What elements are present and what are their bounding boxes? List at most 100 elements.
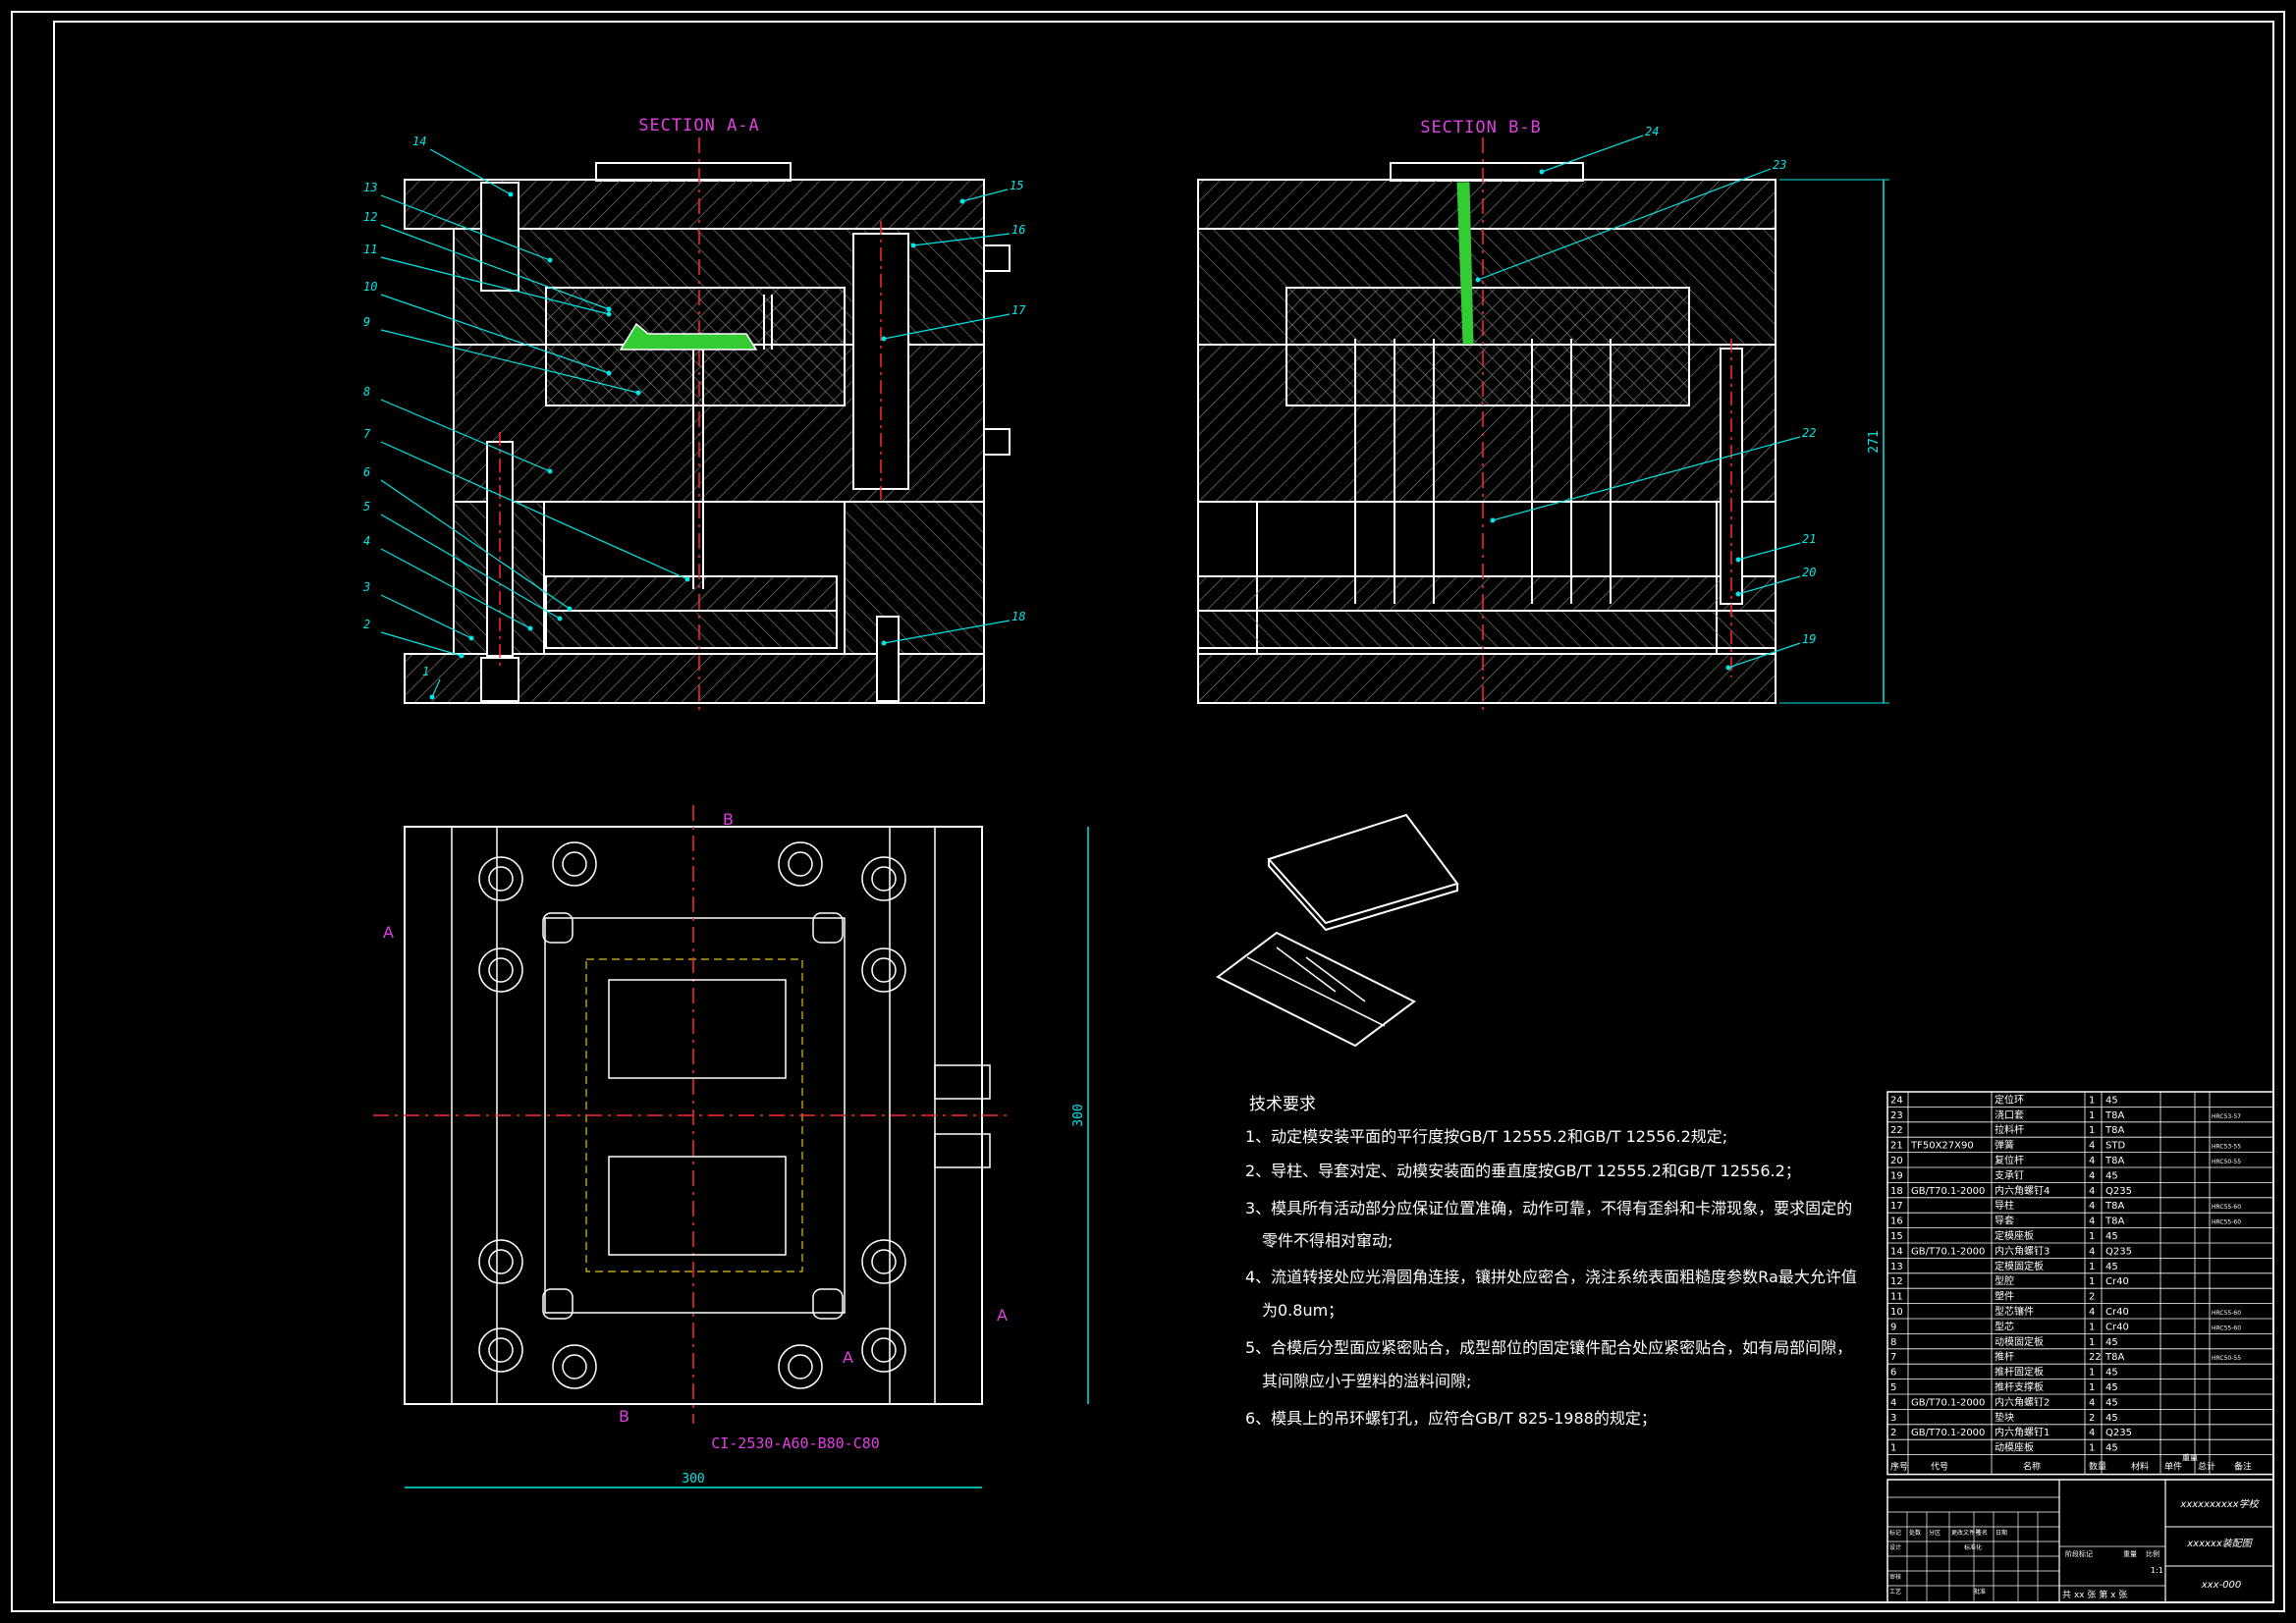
bom-cell: 导柱: [1995, 1199, 2014, 1212]
bom-cell: Q235: [2105, 1186, 2132, 1197]
callout-dot-a-9: [635, 390, 641, 396]
tech-note-line-2: 2、导柱、导套对定、动模安装面的垂直度按GB/T 12555.2和GB/T 12…: [1245, 1162, 1801, 1180]
title-label-2: 分区: [1929, 1529, 1941, 1537]
plan-hole-inner-1: [871, 866, 897, 892]
plan-hole-inner-0: [488, 866, 514, 892]
bom-cell: T8A: [2105, 1156, 2124, 1166]
bom-cell: T8A: [2105, 1125, 2124, 1136]
bom-cell: 定模座板: [1995, 1229, 2034, 1242]
callout-label-a-13: 13: [363, 181, 377, 194]
bom-cell: TF50X27X90: [1910, 1141, 1974, 1152]
section-b-title: SECTION B-B: [1420, 118, 1542, 137]
bom-cell: STD: [2105, 1141, 2125, 1152]
title-school: xxxxxxxxxx学校: [2179, 1498, 2260, 1510]
bom-cell: 内六角螺钉3: [1995, 1244, 2050, 1257]
callout-dot-a-10: [606, 370, 612, 376]
plan-hole-9: [778, 841, 823, 887]
bom-cell: T8A: [2105, 1217, 2124, 1227]
title-drawing-no: xxx-000: [2201, 1580, 2241, 1591]
section-a-view: SECTION A-A: [362, 116, 1026, 712]
callout-dot-b-21: [1735, 557, 1741, 563]
bom-cell: 6: [1890, 1368, 1896, 1379]
bom-header-4: 材料: [2131, 1461, 2149, 1473]
callout-leader-a-16: [912, 233, 1011, 246]
bom-cell: 塑件: [1995, 1291, 2014, 1303]
title-scale: 1:1: [2151, 1566, 2163, 1575]
plan-corner-2: [542, 1288, 574, 1320]
title-scale-label: 比例: [2146, 1549, 2159, 1558]
top-clamp-plate-b: [1197, 179, 1777, 230]
bom-cell: 4: [2089, 1186, 2095, 1197]
plan-hole-11: [778, 1344, 823, 1389]
plan-hole-inner-11: [788, 1354, 813, 1380]
bom-cell: 21: [1890, 1141, 1903, 1152]
bom-cell: GB/T70.1-2000: [1911, 1428, 1985, 1438]
bom-cell: 1: [2089, 1368, 2095, 1379]
bom-header-6: 总计: [2198, 1461, 2215, 1473]
callout-dot-a-3: [468, 635, 474, 641]
bom-cell: 45: [2105, 1397, 2118, 1408]
callout-leader-b-20: [1737, 575, 1801, 595]
plan-hole-2: [478, 1327, 523, 1373]
ejector-plate-a: [545, 610, 838, 649]
callout-dot-a-7: [684, 576, 690, 582]
callout-leader-b-21: [1737, 542, 1801, 561]
callout-leader-b-22: [1492, 436, 1801, 521]
dim-271-label: 271: [1867, 430, 1882, 453]
bom-cell: 9: [1890, 1322, 1896, 1332]
plan-hole-5: [861, 947, 906, 993]
tech-notes: 技术要求 1、动定模安装平面的平行度按GB/T 12555.2和GB/T 125…: [1245, 1095, 1857, 1428]
callout-leader-a-13: [380, 194, 551, 261]
plan-hole-inner-8: [562, 851, 587, 877]
plan-hole-1: [861, 856, 906, 901]
bom-cell: 内六角螺钉2: [1995, 1395, 2050, 1408]
bom-cell: 2: [2089, 1292, 2095, 1303]
tech-note-line-7: 5、合模后分型面应紧密贴合，成型部位的固定镶件配合处应紧密贴合，如有局部间隙，: [1245, 1338, 1852, 1357]
bom-cell: 1: [2089, 1231, 2095, 1242]
tech-note-line-5: 4、流道转接处应光滑圆角连接，镶拼处应密合，浇注系统表面粗糙度参数Ra最大允许值: [1245, 1268, 1857, 1286]
bom-cell: HRC55-60: [2212, 1204, 2241, 1211]
callout-label-b-23: 23: [1773, 158, 1786, 172]
plan-hole-3: [861, 1327, 906, 1373]
bom-cell: 3: [1890, 1413, 1896, 1424]
bom-cell: 4: [2089, 1201, 2095, 1212]
bom-cell: 45: [2105, 1170, 2118, 1181]
bom-cell: HRC55-60: [2212, 1310, 2241, 1317]
bom-cell: 45: [2105, 1368, 2118, 1379]
plan-hole-10: [552, 1344, 597, 1389]
callout-leader-a-14: [429, 148, 512, 195]
outer-frame: [11, 11, 2285, 1612]
bom-cell: 1: [2089, 1110, 2095, 1121]
bom-cell: 1: [2089, 1337, 2095, 1348]
bom-cell: 4: [2089, 1246, 2095, 1257]
iso-part-bottom-ribs: [1246, 947, 1386, 1027]
water-nozzle-a2: [983, 428, 1011, 456]
title-frame: [1886, 1479, 2274, 1603]
callout-dot-b-20: [1735, 591, 1741, 597]
callout-dot-a-2: [459, 653, 465, 659]
tech-note-line-1: 1、动定模安装平面的平行度按GB/T 12555.2和GB/T 12556.2规…: [1245, 1127, 1727, 1146]
callout-leader-a-18: [883, 620, 1011, 644]
bom-header-0: 序号: [1890, 1461, 1908, 1473]
bom-cell: 型腔: [1995, 1274, 2014, 1287]
bom-cell: 定位环: [1995, 1093, 2024, 1106]
bom-cell: T8A: [2105, 1201, 2124, 1212]
callout-label-a-7: 7: [363, 427, 371, 441]
molded-part-a: [619, 322, 758, 351]
bom-cell: 45: [2105, 1095, 2118, 1106]
bom-cell: 2: [1890, 1428, 1896, 1438]
callout-dot-b-22: [1490, 517, 1496, 523]
bom-cell: 12: [1890, 1276, 1903, 1287]
bom-cell: T8A: [2105, 1352, 2124, 1363]
bom-cell: 1: [2089, 1125, 2095, 1136]
plan-hole-0: [478, 856, 523, 901]
locating-ring-a: [595, 162, 792, 182]
bom-cell: 19: [1890, 1170, 1903, 1181]
callout-label-a-4: 4: [363, 534, 370, 548]
bom-cell: 垫块: [1995, 1411, 2014, 1424]
callout-label-a-16: 16: [1011, 223, 1025, 237]
bom-cell: 支承钉: [1995, 1169, 2024, 1181]
bom-cell: 1: [2089, 1095, 2095, 1106]
